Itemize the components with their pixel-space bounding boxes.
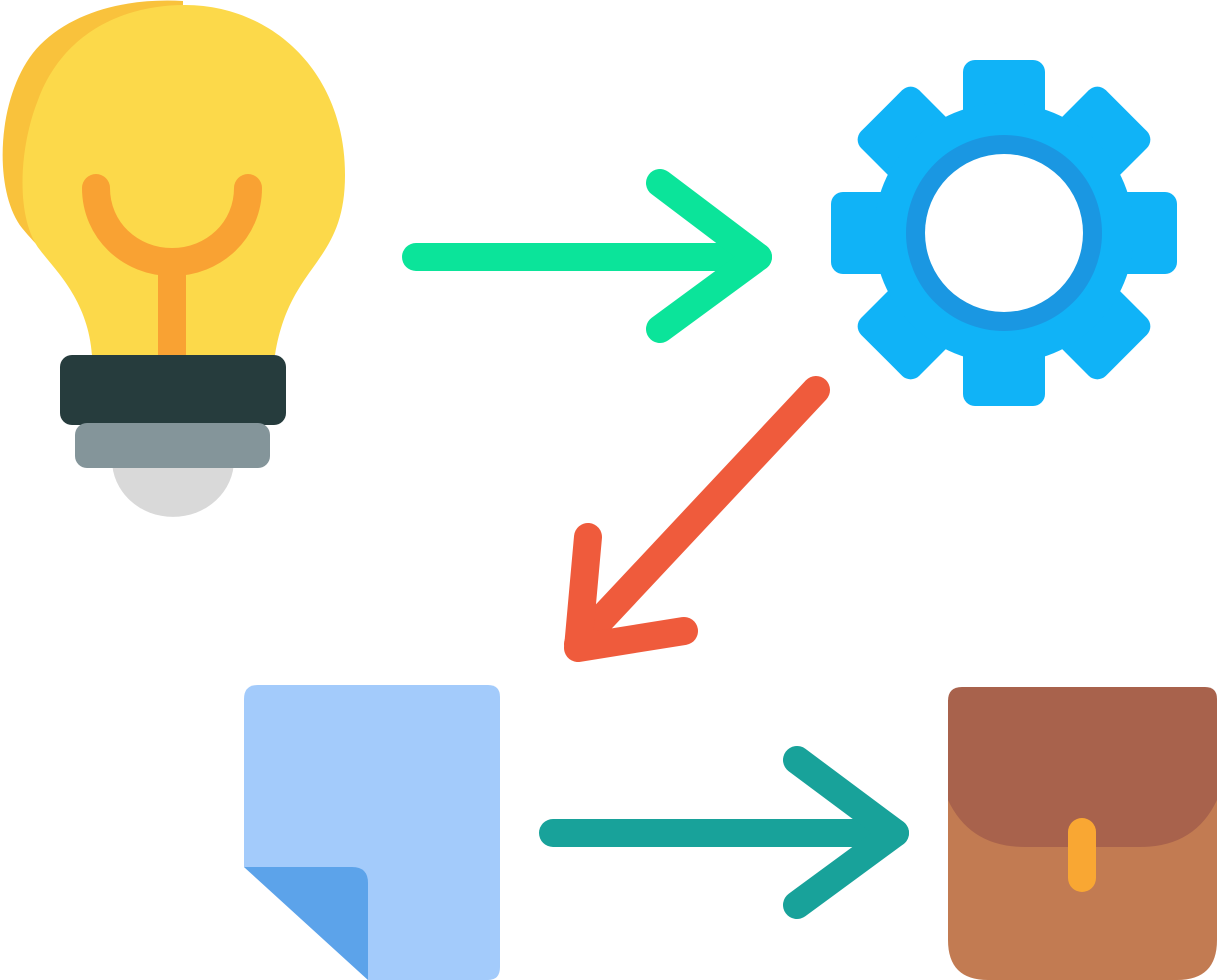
bulb-base (75, 423, 270, 468)
bag-flap (948, 687, 1217, 847)
bulb-cap (60, 355, 286, 425)
bulb-glass (22, 5, 345, 355)
gear-icon (831, 60, 1177, 406)
document-icon (244, 685, 500, 980)
document-fold (244, 867, 368, 980)
arrow-right-icon (402, 169, 772, 343)
arrow-down-left-icon (564, 376, 830, 662)
lightbulb-icon (2, 0, 345, 517)
briefcase-icon (948, 687, 1217, 980)
arrow-right-icon (539, 746, 909, 919)
gear-hole (925, 154, 1083, 312)
bulb-tip (112, 460, 234, 517)
document-page (244, 685, 500, 980)
bulb-filament (82, 174, 262, 369)
